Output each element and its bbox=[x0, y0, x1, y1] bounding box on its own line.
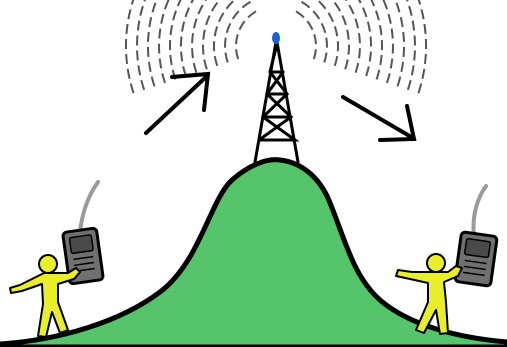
walkie-talkie-left bbox=[63, 182, 104, 284]
wave-arc-left bbox=[203, 0, 240, 71]
wave-arc-right bbox=[324, 0, 372, 79]
wave-arc-left bbox=[181, 0, 229, 79]
arrow-up-right bbox=[146, 74, 208, 133]
radio-waves-right bbox=[296, 0, 426, 97]
radio-waves-left bbox=[126, 0, 256, 97]
wave-arc-right bbox=[346, 0, 415, 94]
arrow-down-right bbox=[343, 97, 414, 140]
wave-arc-left bbox=[137, 0, 206, 94]
tower-beacon bbox=[272, 32, 280, 44]
wave-arc-left bbox=[192, 0, 234, 75]
wave-arc-right bbox=[307, 0, 338, 67]
radio-tower bbox=[255, 42, 298, 162]
wave-arc-right bbox=[313, 0, 350, 71]
wave-arc-right bbox=[318, 0, 360, 75]
wave-arc-left bbox=[236, 11, 256, 59]
wave-arc-left bbox=[214, 0, 245, 67]
wave-arc-right bbox=[296, 11, 316, 59]
wave-arc-right bbox=[335, 0, 393, 86]
